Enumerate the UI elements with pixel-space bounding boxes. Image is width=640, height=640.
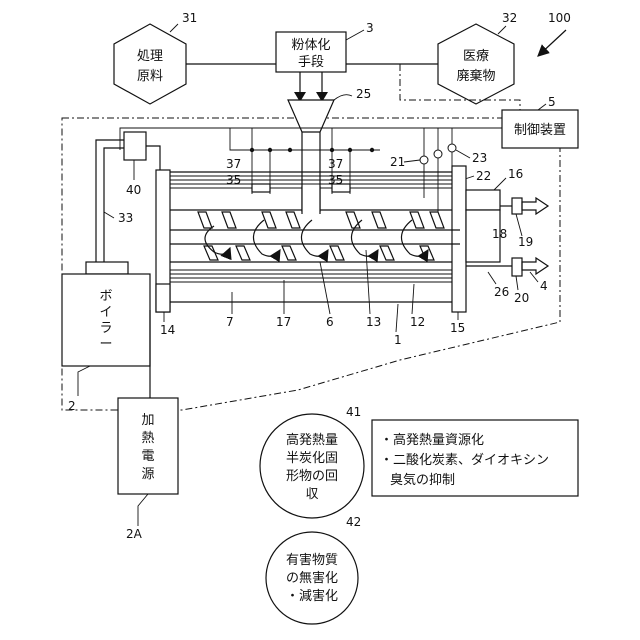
recovery-line-2: 半炭化固 (286, 451, 338, 466)
ref-37-a: 37 (226, 157, 241, 171)
benefits-box: ・高発熱量資源化 ・二酸化炭素、ダイオキシン 臭気の抑制 (372, 420, 578, 496)
ref-13: 13 (366, 315, 381, 329)
ref-15: 15 (450, 321, 465, 335)
reactor: 14 15 (156, 166, 548, 347)
svg-text:電: 電 (141, 449, 154, 464)
medical-waste-label-1: 医療 (463, 49, 489, 64)
powderizer-label-1: 粉体化 (291, 38, 330, 53)
recovery-line-1: 高発熱量 (286, 432, 338, 448)
ref-7: 7 (226, 315, 234, 329)
heating-power-supply: 加 熱 電 源 2A (118, 398, 178, 541)
hopper: 25 (288, 87, 371, 214)
ref-1: 1 (394, 333, 402, 347)
ref-32: 32 (502, 11, 517, 25)
figure-number: 100 (548, 11, 571, 25)
medical-waste-node: 医療 廃棄物 32 (438, 11, 517, 104)
ref-19: 19 (518, 235, 533, 249)
medical-waste-label-2: 廃棄物 (456, 68, 495, 84)
boiler: ボ イ ラ ー 2 (62, 262, 150, 413)
ref-12: 12 (410, 315, 425, 329)
ref-40: 40 (126, 183, 141, 197)
heater-coil-bottom (170, 270, 452, 282)
raw-material-label-2: 原料 (137, 69, 163, 84)
detox-line-2: の無害化 (286, 570, 338, 586)
raw-material-label-1: 処理 (137, 49, 163, 64)
ref-16: 16 (508, 167, 523, 181)
ref-18: 18 (492, 227, 507, 241)
ref-3: 3 (366, 21, 374, 35)
controller-label: 制御装置 (514, 123, 566, 138)
ref-37-b: 37 (328, 157, 343, 171)
svg-text:熱: 熱 (141, 431, 154, 446)
svg-text:源: 源 (141, 467, 154, 482)
ref-22: 22 (476, 169, 491, 183)
ref-25: 25 (356, 87, 371, 101)
powderizer-label-2: 手段 (298, 55, 324, 70)
recovery-node: 高発熱量 半炭化固 形物の回 収 41 (260, 405, 364, 518)
svg-text:加: 加 (141, 413, 154, 428)
ref-5: 5 (548, 95, 556, 109)
benefit-3: 臭気の抑制 (390, 472, 455, 488)
screw-flights (198, 212, 444, 260)
ref-6: 6 (326, 315, 334, 329)
detox-node: 有害物質 の無害化 ・減害化 42 (266, 515, 361, 624)
svg-text:ー: ー (99, 337, 112, 352)
detox-line-1: 有害物質 (286, 552, 338, 568)
svg-text:ラ: ラ (99, 321, 112, 336)
recovery-line-3: 形物の回 (286, 469, 338, 484)
ref-2A: 2A (126, 527, 143, 541)
ref-17: 17 (276, 315, 291, 329)
water-pump-40: 40 (124, 132, 146, 197)
ref-20: 20 (514, 291, 529, 305)
ref-31: 31 (182, 11, 197, 25)
benefit-1: ・高発熱量資源化 (380, 432, 484, 448)
ref-23: 23 (472, 151, 487, 165)
ref-26: 26 (494, 285, 509, 299)
ref-14: 14 (160, 323, 175, 337)
figure-pointer-arrow (538, 30, 566, 56)
detox-line-3: ・減害化 (286, 588, 338, 604)
ref-2: 2 (68, 399, 76, 413)
ref-4: 4 (540, 279, 548, 293)
ref-41: 41 (346, 405, 361, 419)
steam-line-33 (96, 140, 124, 262)
controller-box: 制御装置 5 (502, 95, 578, 148)
ref-21: 21 (390, 155, 405, 169)
benefit-2: ・二酸化炭素、ダイオキシン (380, 453, 549, 468)
ref-42: 42 (346, 515, 361, 529)
recovery-line-4: 収 (305, 487, 318, 502)
boiler-label-1: ボ (99, 289, 112, 304)
svg-text:イ: イ (99, 305, 112, 320)
raw-material-node: 処理 原料 31 (114, 11, 197, 104)
ref-33: 33 (118, 211, 133, 225)
